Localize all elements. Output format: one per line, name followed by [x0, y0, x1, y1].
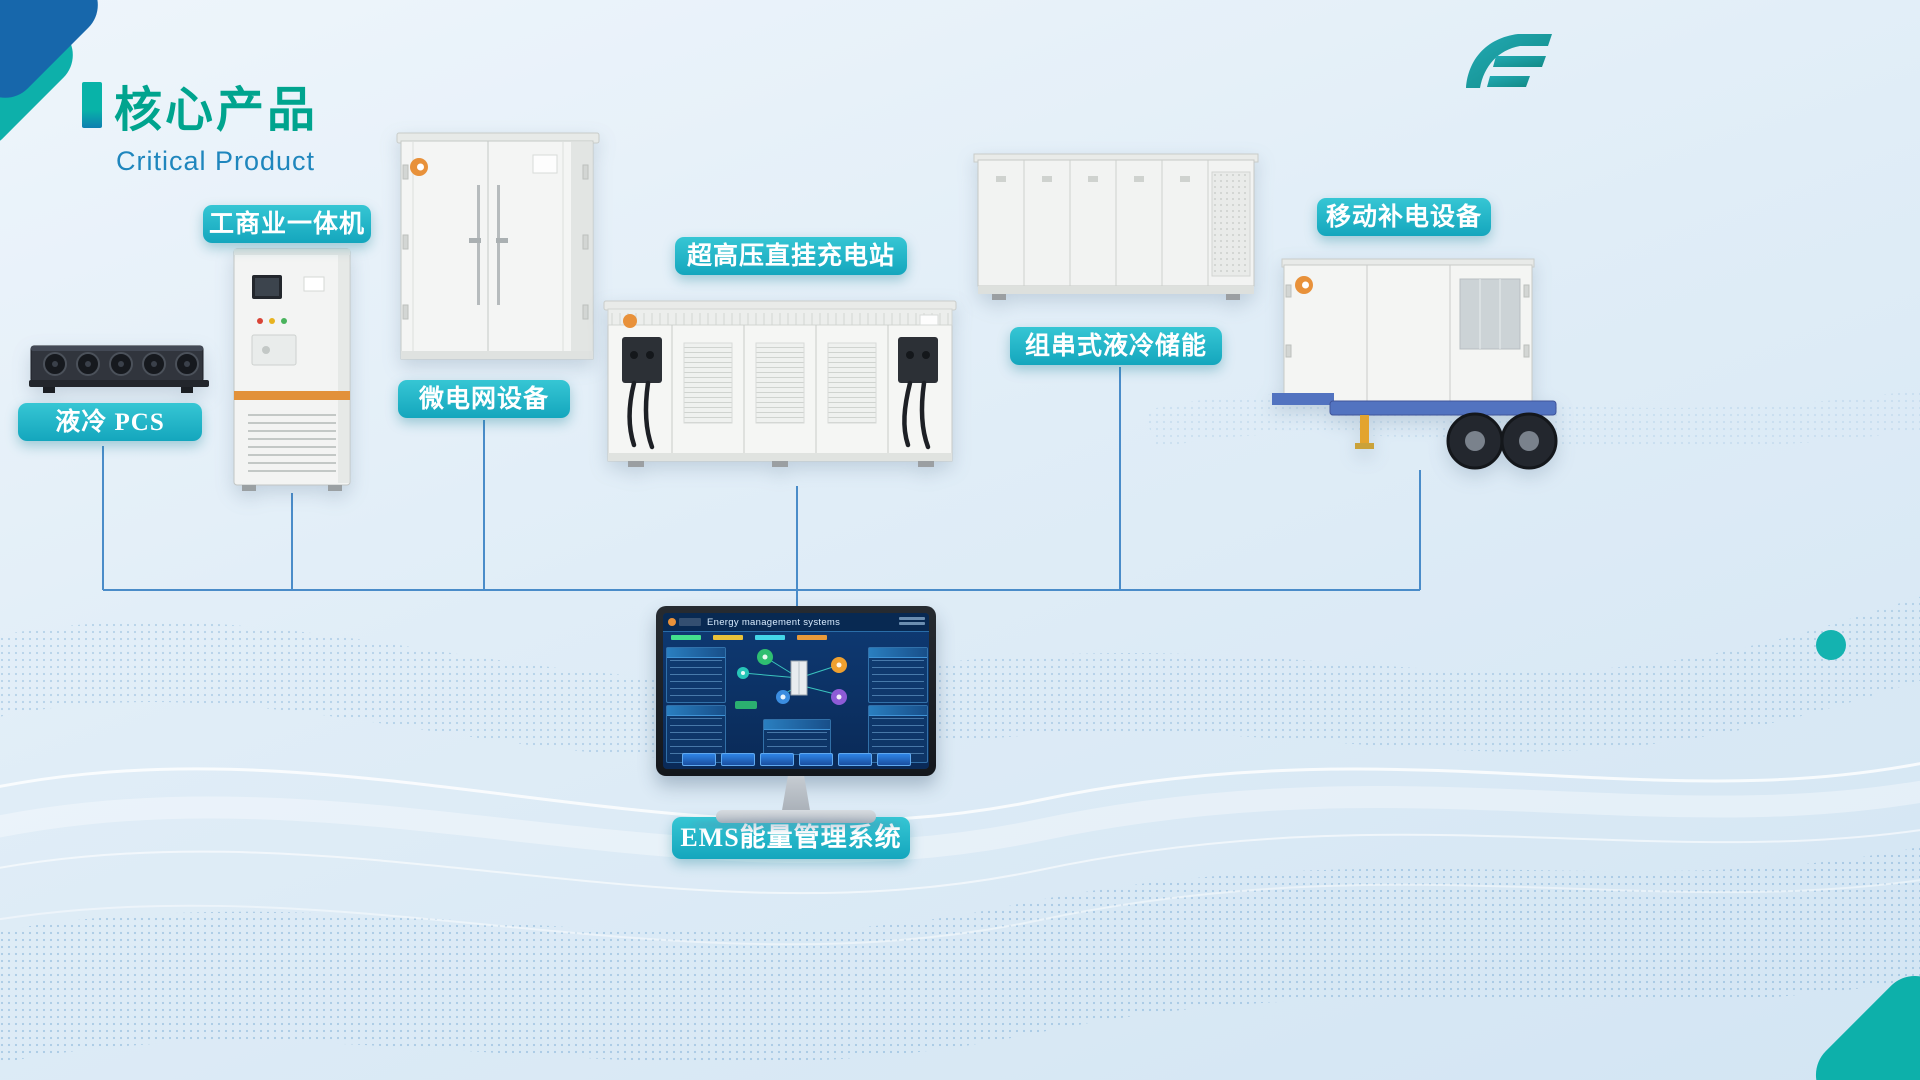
screen-logo-chip	[679, 618, 701, 626]
title-block: 核心产品 Critical Product	[82, 70, 318, 177]
screen-flow-diagram	[735, 649, 847, 709]
monitor-frame: Energy management systems	[656, 606, 936, 776]
monitor-stand-base	[716, 810, 876, 823]
title-accent-bar	[82, 82, 102, 128]
monitor-stand-neck	[781, 776, 811, 812]
screen-clock	[899, 617, 925, 625]
label-string-storage: 组串式液冷储能	[1010, 327, 1222, 365]
label-mobile-power: 移动补电设备	[1317, 198, 1491, 236]
screen-panel-top-left	[666, 647, 726, 703]
screen-panel-bottom-center	[763, 719, 831, 755]
monitor-shadow	[691, 819, 901, 830]
mobile-power-trailer-image	[1272, 258, 1558, 470]
liquid-cooled-pcs-image	[29, 345, 209, 393]
label-all-in-one: 工商业一体机	[203, 205, 371, 243]
screen-button	[837, 753, 872, 766]
screen-topbar: Energy management systems	[663, 613, 929, 632]
screen-button	[798, 753, 833, 766]
charging-station-image	[603, 300, 957, 467]
status-chip	[797, 635, 827, 640]
screen-button	[681, 753, 716, 766]
screen-button-row	[663, 753, 929, 766]
string-storage-image	[973, 153, 1259, 300]
status-chip	[671, 635, 701, 640]
label-liquid-cooled-pcs: 液冷 PCS	[18, 403, 202, 441]
ems-monitor: Energy management systems	[656, 606, 936, 838]
screen-button	[759, 753, 794, 766]
ems-screen: Energy management systems	[663, 613, 929, 769]
teal-dot-decoration	[1816, 630, 1846, 660]
label-charging-station: 超高压直挂充电站	[675, 237, 907, 275]
page-title: 核心产品	[114, 84, 319, 137]
brand-logo-icon	[1466, 34, 1552, 88]
page-subtitle: Critical Product	[116, 146, 316, 176]
screen-panel-top-right	[868, 647, 928, 703]
label-microgrid: 微电网设备	[398, 380, 570, 418]
label-ems-system: EMS能量管理系统	[672, 817, 910, 859]
status-chip	[713, 635, 743, 640]
screen-button	[876, 753, 911, 766]
screen-logo-icon	[668, 618, 676, 626]
screen-title: Energy management systems	[707, 617, 841, 628]
all-in-one-cabinet-image	[233, 248, 351, 491]
screen-status-row	[671, 635, 827, 640]
microgrid-container-image	[396, 132, 600, 360]
screen-button	[720, 753, 755, 766]
status-chip	[755, 635, 785, 640]
